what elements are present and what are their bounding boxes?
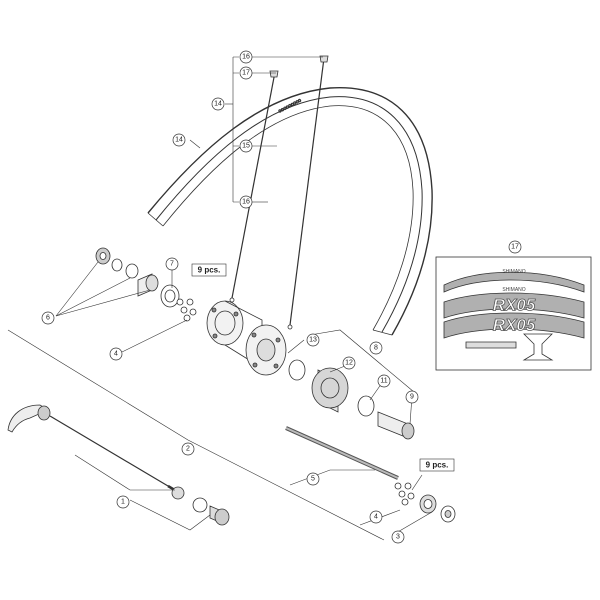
hub-body xyxy=(206,300,287,376)
svg-text:9: 9 xyxy=(410,394,414,401)
callout-17: 17 xyxy=(508,240,522,254)
callout-1: 1 xyxy=(116,495,130,509)
svg-text:12: 12 xyxy=(345,360,353,367)
rim: ooooooooo xyxy=(147,87,433,336)
decal-brand-1: SHIMANO xyxy=(502,269,525,275)
callout-10: 11 xyxy=(377,374,391,388)
decal-brand-2: SHIMANO xyxy=(502,287,525,293)
right-axle-parts xyxy=(419,494,456,523)
svg-text:13: 13 xyxy=(309,337,317,344)
spokes xyxy=(229,55,329,330)
freehub xyxy=(288,359,415,440)
callout-7: 7 xyxy=(165,257,179,271)
svg-text:9 pcs.: 9 pcs. xyxy=(198,266,221,275)
callout-13: 14 xyxy=(172,133,186,147)
svg-text:15: 15 xyxy=(242,143,250,150)
svg-text:8: 8 xyxy=(374,345,378,352)
svg-text:17: 17 xyxy=(511,244,519,251)
svg-text:16: 16 xyxy=(242,54,250,61)
callout-4a: 4 xyxy=(109,347,123,361)
callout-5: 5 xyxy=(306,472,320,486)
callout-3: 3 xyxy=(391,530,405,544)
callout-8: 8 xyxy=(369,341,383,355)
quick-release xyxy=(7,404,230,526)
decal-model-2: RX05 xyxy=(493,316,536,335)
callout-6: 6 xyxy=(41,311,55,325)
svg-text:4: 4 xyxy=(114,351,118,358)
quantity-note-right: 9 pcs. xyxy=(419,458,455,472)
callout-16b: 17 xyxy=(239,66,253,80)
decal-texts: SHIMANO SHIMANO RX05 RX05 xyxy=(492,269,536,335)
callouts: 16 17 14 15 16 14 17 7 6 4 13 8 12 11 9 … xyxy=(41,50,522,544)
callout-15: 16 xyxy=(239,195,253,209)
ball-bearings-left xyxy=(176,298,197,322)
decal-model-1: RX05 xyxy=(493,296,536,315)
svg-text:14: 14 xyxy=(214,101,222,108)
callout-12: 13 xyxy=(306,333,320,347)
svg-text:9 pcs.: 9 pcs. xyxy=(426,461,449,470)
leader-lines xyxy=(7,56,433,541)
callout-16a: 16 xyxy=(239,50,253,64)
left-axle-parts xyxy=(95,247,180,308)
callout-4b: 4 xyxy=(369,510,383,524)
svg-text:7: 7 xyxy=(170,261,174,268)
svg-text:1: 1 xyxy=(121,499,125,506)
svg-text:16: 16 xyxy=(242,199,250,206)
svg-text:6: 6 xyxy=(46,315,50,322)
callout-2: 2 xyxy=(181,442,195,456)
quantity-notes: 9 pcs. 9 pcs. xyxy=(191,263,455,472)
svg-text:3: 3 xyxy=(396,534,400,541)
callout-14a: 14 xyxy=(211,97,225,111)
svg-text:14: 14 xyxy=(175,137,183,144)
svg-text:5: 5 xyxy=(311,476,315,483)
svg-text:4: 4 xyxy=(374,514,378,521)
callout-11: 12 xyxy=(342,356,356,370)
svg-text:2: 2 xyxy=(186,446,190,453)
quantity-note-left: 9 pcs. xyxy=(191,263,227,277)
decal-kit-box xyxy=(435,256,592,371)
ball-bearings-right xyxy=(394,482,415,506)
svg-text:11: 11 xyxy=(380,378,387,385)
axle xyxy=(285,426,399,480)
callout-9: 9 xyxy=(405,390,419,404)
callout-14b: 15 xyxy=(239,139,253,153)
rim-decal-print: ooooooooo xyxy=(278,97,303,114)
svg-text:17: 17 xyxy=(242,70,250,77)
